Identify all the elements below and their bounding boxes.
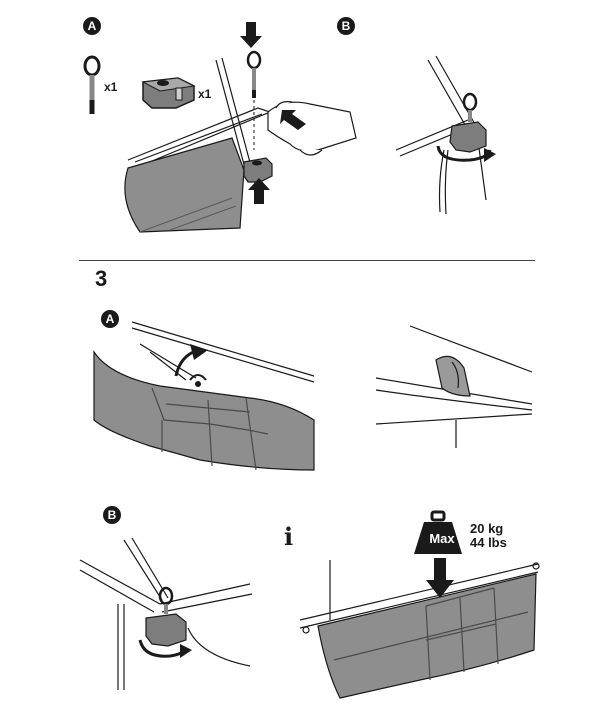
weight-lbs: 44 lbs — [470, 535, 507, 550]
clamp-placed-icon — [243, 157, 273, 183]
panel-b-badge: B — [337, 17, 355, 35]
strap-attached-closeup — [375, 325, 533, 448]
section-divider — [79, 260, 535, 261]
side-wall-fabric — [124, 137, 245, 233]
strap-hook-icon — [189, 374, 207, 387]
eyebolt-quantity: x1 — [104, 80, 118, 94]
info-icon: i — [284, 522, 294, 551]
eyebolt-inserted-icon — [246, 50, 262, 150]
weight-icon — [414, 510, 462, 554]
panel-a-badge: A — [83, 17, 101, 35]
eyebolt-clamp-bottom-icon — [145, 586, 187, 647]
gazebo-corner-bottom — [79, 537, 253, 690]
hand-illustration — [267, 101, 357, 156]
organizer-full-fabric — [317, 573, 537, 699]
weight-kg: 20 kg — [470, 521, 504, 536]
cord-lines — [438, 149, 449, 215]
arrow-up-icon — [248, 178, 270, 204]
max-label: Max — [429, 531, 455, 546]
clamp-quantity: x1 — [198, 87, 212, 101]
clamp-part-icon — [141, 77, 196, 109]
organizer-full-pockets — [333, 587, 529, 681]
arrow-push-icon — [280, 110, 306, 130]
storage-organizer-fabric — [93, 350, 315, 471]
organizer-frame — [299, 560, 540, 634]
eyebolt-tightened-icon — [449, 92, 487, 153]
rotate-arrow-bottom-icon — [138, 639, 192, 658]
step3-a-badge: A — [101, 310, 119, 328]
step3-b-badge: B — [103, 506, 121, 524]
organizer-pockets — [151, 387, 269, 471]
eyebolt-part-icon — [83, 55, 101, 114]
step-number: 3 — [95, 266, 108, 291]
arrow-down-icon — [240, 22, 262, 48]
rotate-arrow-icon — [436, 145, 496, 162]
gazebo-frame-corner — [127, 57, 272, 173]
arrow-down-load-icon — [426, 558, 454, 598]
frame-rail-top — [131, 321, 315, 383]
curved-arrow-up-icon — [174, 344, 208, 377]
